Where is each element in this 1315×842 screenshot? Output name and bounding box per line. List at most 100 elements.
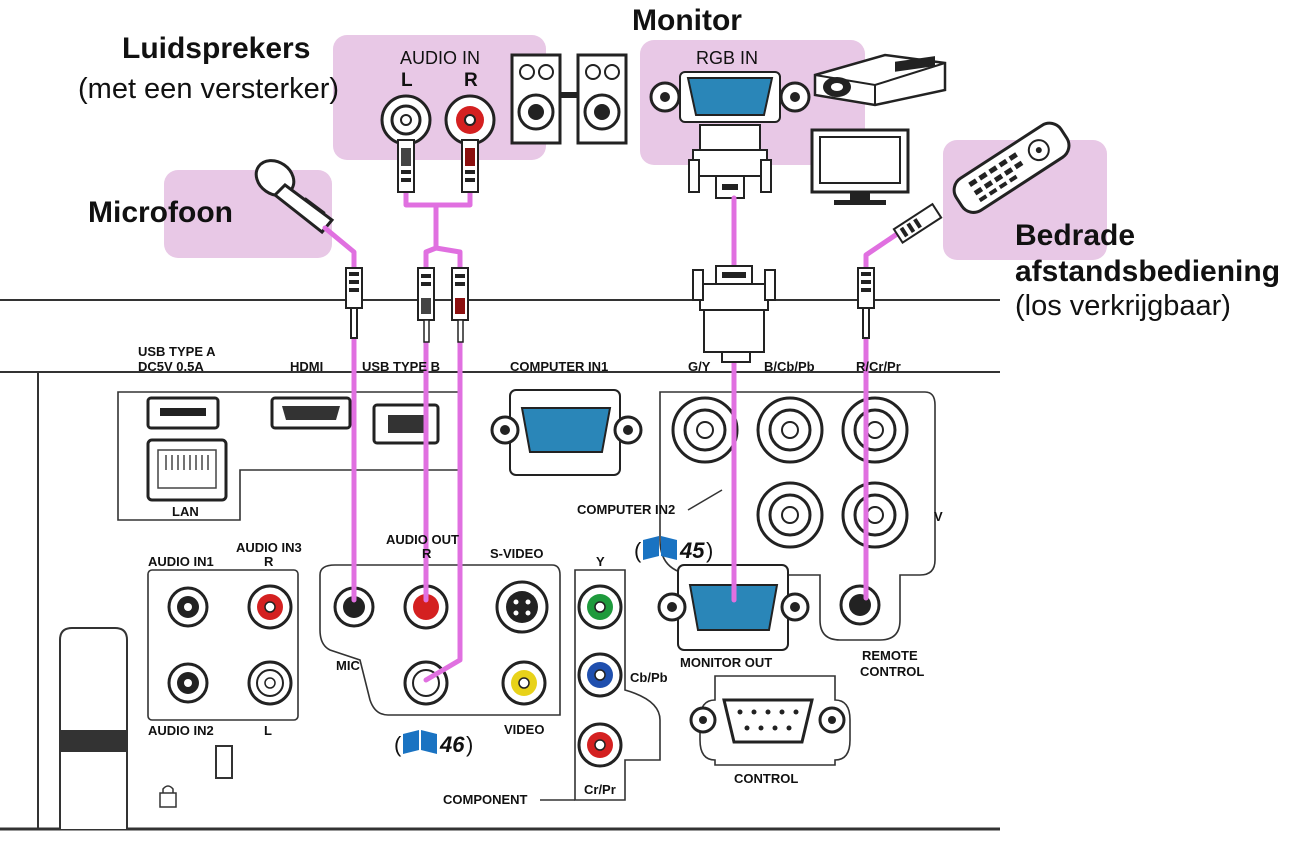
microphone-title: Microfoon [88,196,233,229]
audio-in3-l-jack[interactable] [247,660,293,706]
usb-type-a-power-label: DC5V 0.5A [138,359,204,374]
audio-cable-l2 [423,245,463,683]
speakers-title: Luidsprekers [122,32,310,65]
monitor-rgb-in-port [649,71,811,123]
lan-port[interactable] [146,438,228,502]
remote-control-label-1: REMOTE [862,648,918,663]
computer-in1-label: COMPUTER IN1 [510,359,608,374]
svg-text:46: 46 [439,732,465,757]
remote-control-label-2: CONTROL [860,664,924,679]
remote-title-2: afstandsbediening [1015,255,1280,288]
bnc-gy-port[interactable] [671,396,739,464]
vga-plug-bottom [692,265,776,363]
mic-jack[interactable] [333,586,375,628]
component-y-jack[interactable] [577,584,623,630]
remote-title-1: Bedrade [1015,219,1135,252]
remote-cable [863,229,903,601]
speakers-subtitle: (met een versterker) [78,73,339,105]
kensington-post [59,627,128,829]
remote-control-jack[interactable] [839,584,881,626]
audio-in-r-label: R [464,70,478,91]
component-crpr-jack[interactable] [577,722,623,768]
lan-contacts [165,455,209,470]
audio-out-l-jack[interactable] [403,660,449,706]
mic-cable [322,225,357,603]
component-label: COMPONENT [443,792,528,807]
remote-plug [857,267,875,339]
kensington-band [60,730,127,752]
lock-icon [159,785,177,808]
mic-label: MIC [336,658,360,673]
video-label: VIDEO [504,722,544,737]
audio-out-label: AUDIO OUT [386,532,459,547]
audio-in-group-outline [147,569,299,721]
microphone-icon [254,159,335,235]
gy-label: G/Y [688,359,711,374]
rcrpr-label: R/Cr/Pr [856,359,901,374]
monitor-out-label: MONITOR OUT [680,655,772,670]
remote-subtitle: (los verkrijgbaar) [1015,290,1231,322]
monitor-out-port[interactable] [657,564,810,651]
bnc-h-port[interactable] [756,481,824,549]
vga-plug-top [688,124,772,199]
audio-in1-jack[interactable] [167,586,209,628]
book-icon [643,536,677,560]
mic-plug [345,267,363,339]
usb-type-b-label: USB TYPE B [362,359,440,374]
audio-in2-label: AUDIO IN2 [148,723,214,738]
rca-plug-out-r [451,267,469,343]
speakers-icon [510,53,628,145]
security-slot [215,745,233,779]
s-video-port[interactable] [495,580,549,634]
page-ref-45: ( 45 ) [634,536,713,563]
svg-text:(: ( [634,538,642,563]
plugs [345,139,943,363]
monitor-title: Monitor [632,4,742,37]
remote-plug-device [892,202,943,244]
audio-cable-r [433,187,473,208]
audio-in1-label: AUDIO IN1 [148,554,214,569]
y-label: Y [596,554,605,569]
projector-icon [813,53,947,107]
rca-plug-out-l [417,267,435,343]
svg-text:): ) [466,732,473,757]
lan-port-inner [157,449,217,489]
component-group-outline [574,569,661,801]
audio-in3-r-jack[interactable] [247,584,293,630]
bcbpb-label: B/Cb/Pb [764,359,815,374]
control-port[interactable] [689,698,846,744]
page-ref-46: ( 46 ) [394,730,473,757]
video-jack[interactable] [501,660,547,706]
hdmi-port-inner [282,406,340,420]
s-video-label: S-VIDEO [490,546,543,561]
svg-text:45: 45 [679,538,705,563]
audio-in3-r-label: R [264,554,274,569]
bnc-v-port[interactable] [841,481,909,549]
v-label: V [934,509,943,524]
bnc-rcrpr-port[interactable] [841,396,909,464]
bnc-bcbpb-port[interactable] [756,396,824,464]
computer-in2-label: COMPUTER IN2 [577,502,675,517]
book-icon [403,730,437,754]
audio-in-label: AUDIO IN [400,48,480,68]
amplifier-audio-in-l [380,94,432,146]
monitor-icon [810,128,910,205]
rca-plug-l-top [397,139,415,193]
svg-text:(: ( [394,732,402,757]
audio-in2-jack[interactable] [167,662,209,704]
rca-plug-r-top [461,139,479,193]
computer-in2-leader [687,489,723,511]
amplifier-audio-in-r [444,94,496,146]
remote-control-icon [952,121,1071,214]
computer-in1-port[interactable] [490,389,643,476]
audio-in-l-label: L [401,70,413,91]
usb-type-a-tongue [160,408,206,416]
usb-type-b-inner [388,415,424,433]
rgb-in-label: RGB IN [696,48,758,68]
audio-in3-l-label: L [264,723,272,738]
audio-out-r-label: R [422,546,432,561]
svg-text:): ) [706,538,713,563]
component-cbpb-jack[interactable] [577,652,623,698]
